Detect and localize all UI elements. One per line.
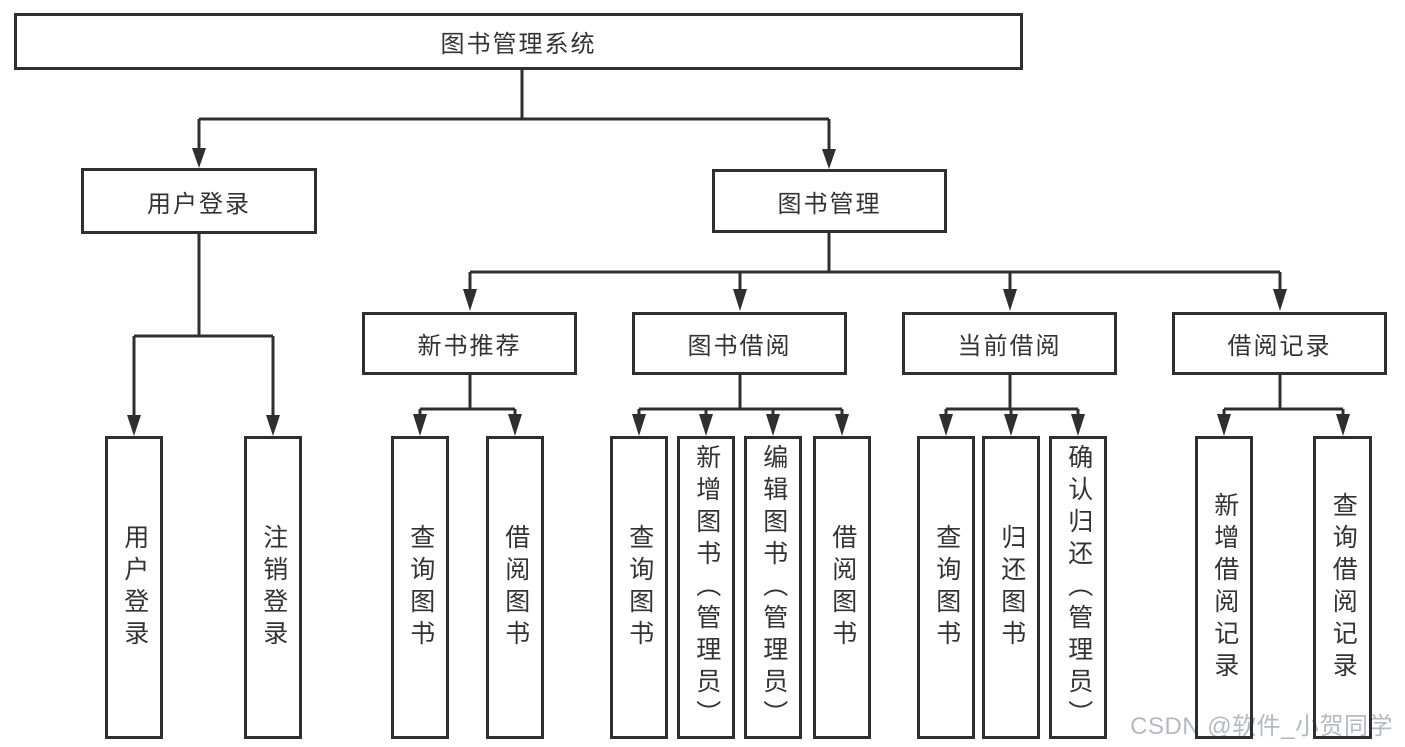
node-book-borrow: 图书借阅 bbox=[632, 312, 847, 375]
node-label: 借阅记录 bbox=[1227, 333, 1332, 360]
node-label: 查询借阅记录 bbox=[1329, 491, 1358, 684]
arrowhead bbox=[1071, 414, 1085, 436]
leaf-query-books-current: 查询图书 bbox=[917, 436, 975, 739]
leaf-add-book-admin: 新增图书（管理员） bbox=[677, 436, 735, 739]
arrowhead bbox=[632, 414, 646, 436]
node-label: 新书推荐 bbox=[417, 333, 522, 360]
arrowhead bbox=[1004, 414, 1018, 436]
leaf-edit-book-admin: 编辑图书（管理员） bbox=[744, 436, 802, 739]
arrowhead bbox=[508, 414, 522, 436]
leaf-confirm-return-admin: 确认归还（管理员） bbox=[1049, 436, 1107, 739]
node-label: 查询图书 bbox=[932, 523, 961, 652]
arrowhead bbox=[413, 414, 427, 436]
node-label: 当前借阅 bbox=[957, 333, 1062, 360]
arrowhead bbox=[192, 148, 206, 168]
arrowhead bbox=[1336, 414, 1350, 436]
node-borrow-records: 借阅记录 bbox=[1172, 312, 1387, 375]
node-label: 用户登录 bbox=[120, 523, 149, 652]
leaf-query-books-borrow: 查询图书 bbox=[610, 436, 668, 739]
arrowhead bbox=[699, 414, 713, 436]
node-root: 图书管理系统 bbox=[14, 13, 1023, 70]
leaf-add-borrow-record: 新增借阅记录 bbox=[1195, 436, 1253, 739]
leaf-query-borrow-record: 查询借阅记录 bbox=[1313, 436, 1372, 739]
node-label: 借阅图书 bbox=[501, 523, 530, 652]
leaf-logout: 注销登录 bbox=[244, 436, 302, 739]
leaf-return-books: 归还图书 bbox=[982, 436, 1040, 739]
arrowhead bbox=[1217, 414, 1231, 436]
node-label: 新增图书（管理员） bbox=[692, 443, 721, 732]
arrowhead bbox=[1003, 289, 1017, 311]
node-label: 注销登录 bbox=[259, 523, 288, 652]
arrowhead bbox=[835, 414, 849, 436]
arrowhead bbox=[822, 149, 836, 169]
leaf-user-login: 用户登录 bbox=[105, 436, 163, 739]
arrowhead bbox=[463, 289, 477, 311]
leaf-query-books-recommend: 查询图书 bbox=[391, 436, 449, 739]
arrowhead bbox=[127, 415, 141, 436]
arrowhead bbox=[266, 415, 280, 436]
node-label: 借阅图书 bbox=[828, 523, 857, 652]
node-label: 用户登录 bbox=[147, 190, 251, 218]
arrowhead bbox=[733, 289, 747, 311]
node-current-borrow: 当前借阅 bbox=[902, 312, 1117, 375]
node-label: 查询图书 bbox=[625, 523, 654, 652]
arrowhead bbox=[1273, 289, 1287, 311]
node-label: 新增借阅记录 bbox=[1210, 491, 1239, 684]
node-new-book-recommend: 新书推荐 bbox=[362, 312, 577, 375]
node-label: 图书管理系统 bbox=[440, 31, 597, 58]
leaf-borrow-books: 借阅图书 bbox=[813, 436, 871, 739]
csdn-watermark: CSDN @软件_小贺同学 bbox=[1130, 713, 1393, 740]
node-label: 确认归还（管理员） bbox=[1064, 443, 1093, 732]
leaf-borrow-books-recommend: 借阅图书 bbox=[486, 436, 544, 739]
node-label: 查询图书 bbox=[406, 523, 435, 652]
node-label: 图书借阅 bbox=[687, 333, 792, 360]
node-label: 归还图书 bbox=[997, 523, 1026, 652]
node-book-management: 图书管理 bbox=[712, 169, 947, 233]
node-label: 编辑图书（管理员） bbox=[759, 443, 788, 732]
arrowhead bbox=[939, 414, 953, 436]
node-user-login: 用户登录 bbox=[81, 168, 317, 234]
arrowhead bbox=[766, 414, 780, 436]
node-label: 图书管理 bbox=[777, 190, 882, 218]
